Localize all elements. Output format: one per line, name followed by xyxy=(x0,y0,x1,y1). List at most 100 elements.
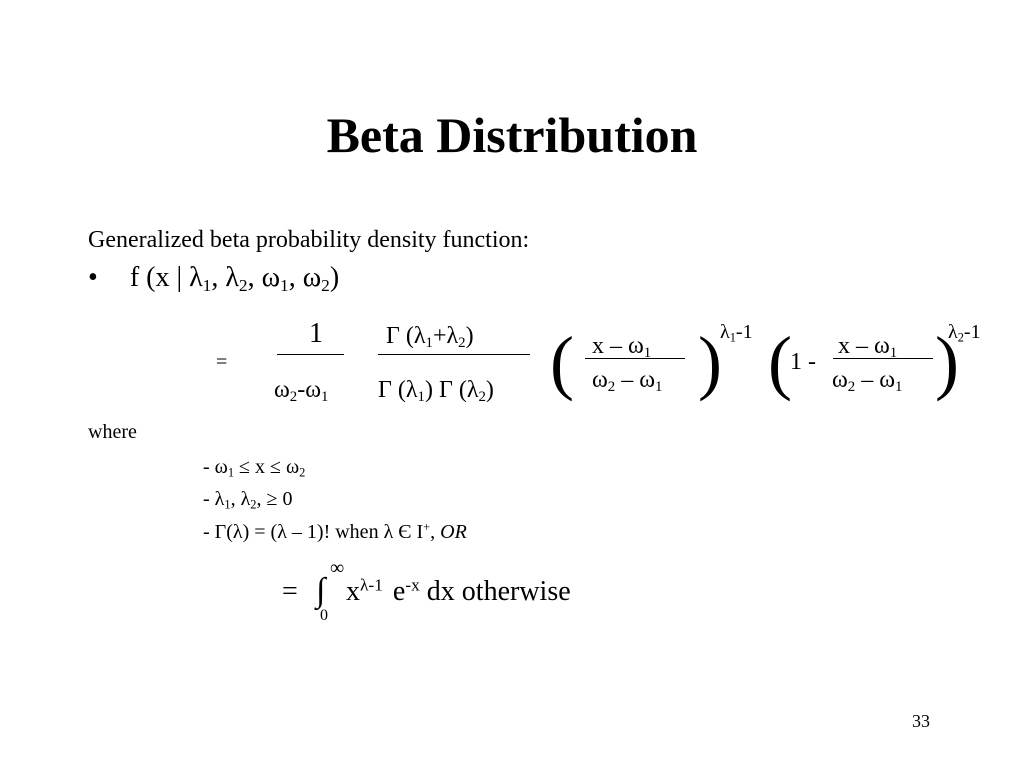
subscript: 2 xyxy=(238,275,248,295)
left-big-paren: ( xyxy=(768,322,792,402)
comma: , xyxy=(430,521,441,543)
plus: + xyxy=(432,323,447,349)
ratio-denominator: ω2 – ω1 xyxy=(832,367,902,396)
right-big-paren: ) xyxy=(935,322,959,402)
one-minus: 1 - xyxy=(790,349,816,375)
exponent-suffix: -1 xyxy=(735,321,753,343)
fraction-bar xyxy=(833,358,933,359)
omega-symbol: ω xyxy=(305,377,322,403)
inequality: ≤ x ≤ xyxy=(234,456,286,478)
subscript: 1 xyxy=(643,345,652,362)
lambda-symbol: λ xyxy=(214,488,225,510)
x-minus: x – xyxy=(838,333,874,359)
subscript: 2 xyxy=(289,389,298,406)
integral-tail: dx otherwise xyxy=(419,576,571,607)
membership-text: Є I xyxy=(393,521,424,543)
dash: - xyxy=(203,456,215,478)
superscript: -x xyxy=(405,575,420,595)
gamma-symbol: Γ xyxy=(378,377,392,403)
subscript: 2 xyxy=(957,330,964,345)
minus: – xyxy=(855,367,880,393)
ratio-numerator: x – ω1 xyxy=(592,333,652,362)
lambda-symbol: λ xyxy=(277,521,287,543)
lambda-symbol: λ xyxy=(405,377,418,403)
fraction-gamma-numerator: Γ (λ1+λ2) xyxy=(386,323,474,352)
left-big-paren: ( xyxy=(550,322,574,402)
exponent: λ1-1 xyxy=(720,321,753,344)
page-number: 33 xyxy=(912,711,930,731)
omega-symbol: ω xyxy=(879,367,896,393)
fraction-one-denominator: ω2-ω1 xyxy=(274,377,329,406)
close-paren: ) xyxy=(465,323,474,349)
fraction-bar xyxy=(378,354,530,355)
subscript: 1 xyxy=(224,497,231,512)
condition-1: - ω1 ≤ x ≤ ω2 xyxy=(203,456,306,480)
subscript: 1 xyxy=(321,389,329,406)
minus: - xyxy=(297,377,306,403)
omega-symbol: ω xyxy=(592,367,608,393)
omega-symbol: ω xyxy=(628,333,644,359)
exponent: λ2-1 xyxy=(948,321,981,345)
fraction-bar xyxy=(277,354,344,355)
integral-upper-limit: ∞ xyxy=(330,557,345,579)
open-paren: ( xyxy=(399,323,414,349)
superscript: λ-1 xyxy=(360,575,383,595)
comma: , xyxy=(288,262,303,293)
subscript: 2 xyxy=(299,465,306,480)
x-minus: x – xyxy=(592,333,628,359)
e-symbol: e xyxy=(392,576,406,607)
close-paren: ) xyxy=(424,377,433,403)
lambda-symbol: λ xyxy=(446,323,459,349)
subscript: 1 xyxy=(227,465,235,480)
subscript: 2 xyxy=(250,497,257,512)
open-paren: ( xyxy=(452,377,467,403)
right-big-paren: ) xyxy=(698,322,722,402)
omega-symbol: ω xyxy=(261,262,281,293)
integrand: xλ-1 e-x dx otherwise xyxy=(346,575,571,607)
exponent-suffix: -1 xyxy=(963,321,981,343)
bullet-marker: • xyxy=(88,262,98,293)
subscript: 2 xyxy=(847,379,856,396)
subscript: 1 xyxy=(655,379,663,396)
subscript: 1 xyxy=(202,275,212,295)
x-symbol: x xyxy=(346,576,360,607)
integral-lower-limit: 0 xyxy=(320,607,328,624)
lambda-symbol: λ xyxy=(240,488,251,510)
dash: - xyxy=(203,521,215,543)
fraction-one-numerator: 1 xyxy=(309,318,323,349)
minus: – xyxy=(615,367,640,393)
omega-symbol: ω xyxy=(832,367,848,393)
slide-title: Beta Distribution xyxy=(326,107,698,163)
open-paren: ( xyxy=(226,521,233,543)
subscript: 1 xyxy=(425,335,433,352)
gamma-symbol: Γ xyxy=(438,377,453,403)
lambda-symbol: λ xyxy=(189,262,203,293)
subscript: 1 xyxy=(417,389,425,406)
gamma-symbol: Γ xyxy=(386,323,400,349)
subscript: 2 xyxy=(458,335,466,352)
equals-sign: = xyxy=(216,351,228,373)
omega-symbol: ω xyxy=(214,456,228,478)
function-open: f (x | xyxy=(129,262,190,293)
close-paren: ) xyxy=(329,262,340,293)
gamma-symbol: Γ xyxy=(214,521,227,543)
fraction-bar xyxy=(585,358,685,359)
bullet-line: • f (x | λ1, λ2, ω1, ω2) xyxy=(88,262,340,295)
subscript: 2 xyxy=(607,379,616,396)
open-paren: ( xyxy=(391,377,406,403)
lambda-symbol: λ xyxy=(232,521,243,543)
lambda-symbol: λ xyxy=(720,321,730,343)
superscript: + xyxy=(423,520,431,535)
omega-symbol: ω xyxy=(639,367,656,393)
integral-sign: ∫ xyxy=(316,572,326,609)
omega-symbol: ω xyxy=(302,262,322,293)
ratio-numerator: x – ω1 xyxy=(838,333,897,361)
omega-symbol: ω xyxy=(274,377,290,403)
comma: , xyxy=(211,262,226,293)
inequality: , ≥ 0 xyxy=(256,488,293,510)
intro-text: Generalized beta probability density fun… xyxy=(88,227,530,253)
lambda-symbol: λ xyxy=(383,521,394,543)
dash: - xyxy=(203,488,215,510)
where-label: where xyxy=(88,421,137,443)
subscript: 1 xyxy=(280,275,289,295)
